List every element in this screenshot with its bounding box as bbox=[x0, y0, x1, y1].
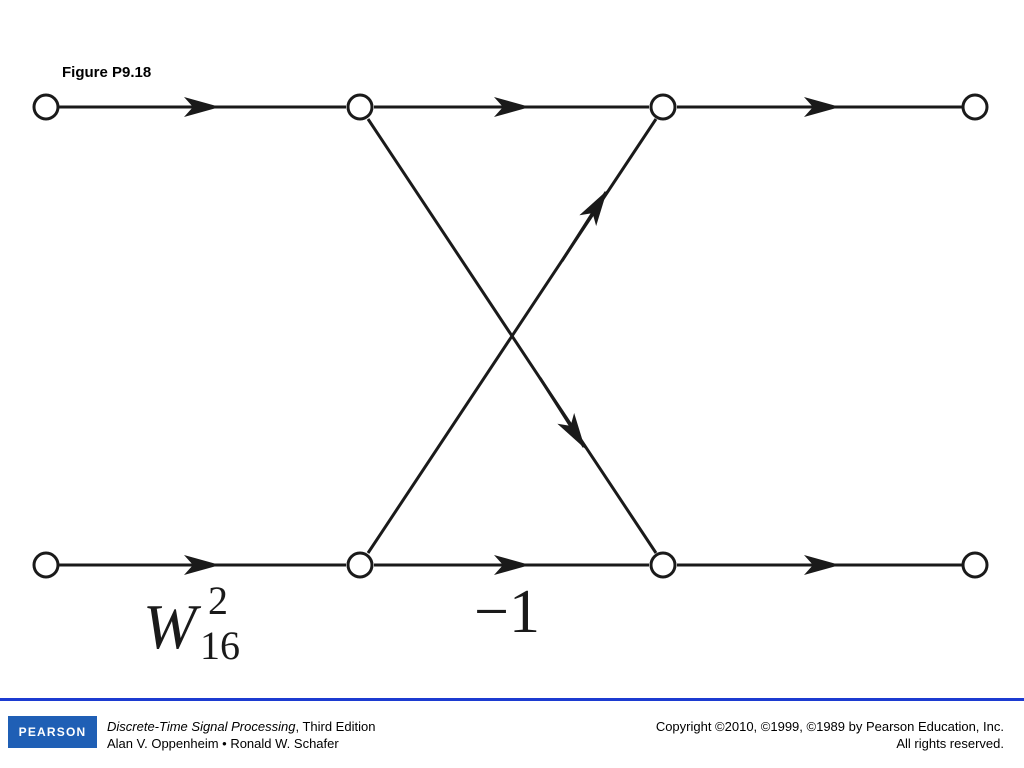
node-bottom-1 bbox=[346, 551, 374, 579]
node-top-0 bbox=[32, 93, 60, 121]
butterfly-cross-branches bbox=[366, 118, 658, 554]
twiddle-subscript: 16 bbox=[200, 623, 240, 668]
book-authors: Alan V. Oppenheim • Ronald W. Schafer bbox=[107, 736, 339, 751]
twiddle-factor-label: W 2 16 bbox=[143, 578, 240, 668]
node-top-2 bbox=[649, 93, 677, 121]
node-top-3 bbox=[961, 93, 989, 121]
copyright-info: Copyright ©2010, ©1999, ©1989 by Pearson… bbox=[656, 718, 1004, 752]
book-title: Discrete-Time Signal Processing bbox=[107, 719, 296, 734]
node-bottom-2 bbox=[649, 551, 677, 579]
book-info: Discrete-Time Signal Processing, Third E… bbox=[107, 718, 375, 752]
twiddle-exponent: 2 bbox=[208, 578, 228, 623]
negative-one-label: −1 bbox=[474, 578, 540, 646]
twiddle-base: W bbox=[143, 591, 202, 662]
rights-line: All rights reserved. bbox=[896, 736, 1004, 751]
figure-label: Figure P9.18 bbox=[62, 64, 152, 81]
node-bottom-3 bbox=[961, 551, 989, 579]
nodes bbox=[32, 93, 989, 579]
copyright-line: Copyright ©2010, ©1999, ©1989 by Pearson… bbox=[655, 719, 1004, 734]
book-edition: , Third Edition bbox=[295, 719, 376, 734]
signal-flow-graph: W 2 16 −1 bbox=[32, 93, 989, 668]
node-top-1 bbox=[346, 93, 374, 121]
footer-divider bbox=[0, 698, 1024, 701]
pearson-logo: PEARSON bbox=[8, 716, 97, 748]
branch-cross-up bbox=[366, 118, 658, 554]
arrow-cross-down bbox=[538, 377, 586, 449]
node-bottom-0 bbox=[32, 551, 60, 579]
arrow-cross-up bbox=[560, 190, 608, 262]
book-title-line: Discrete-Time Signal Processing, Third E… bbox=[107, 718, 375, 735]
